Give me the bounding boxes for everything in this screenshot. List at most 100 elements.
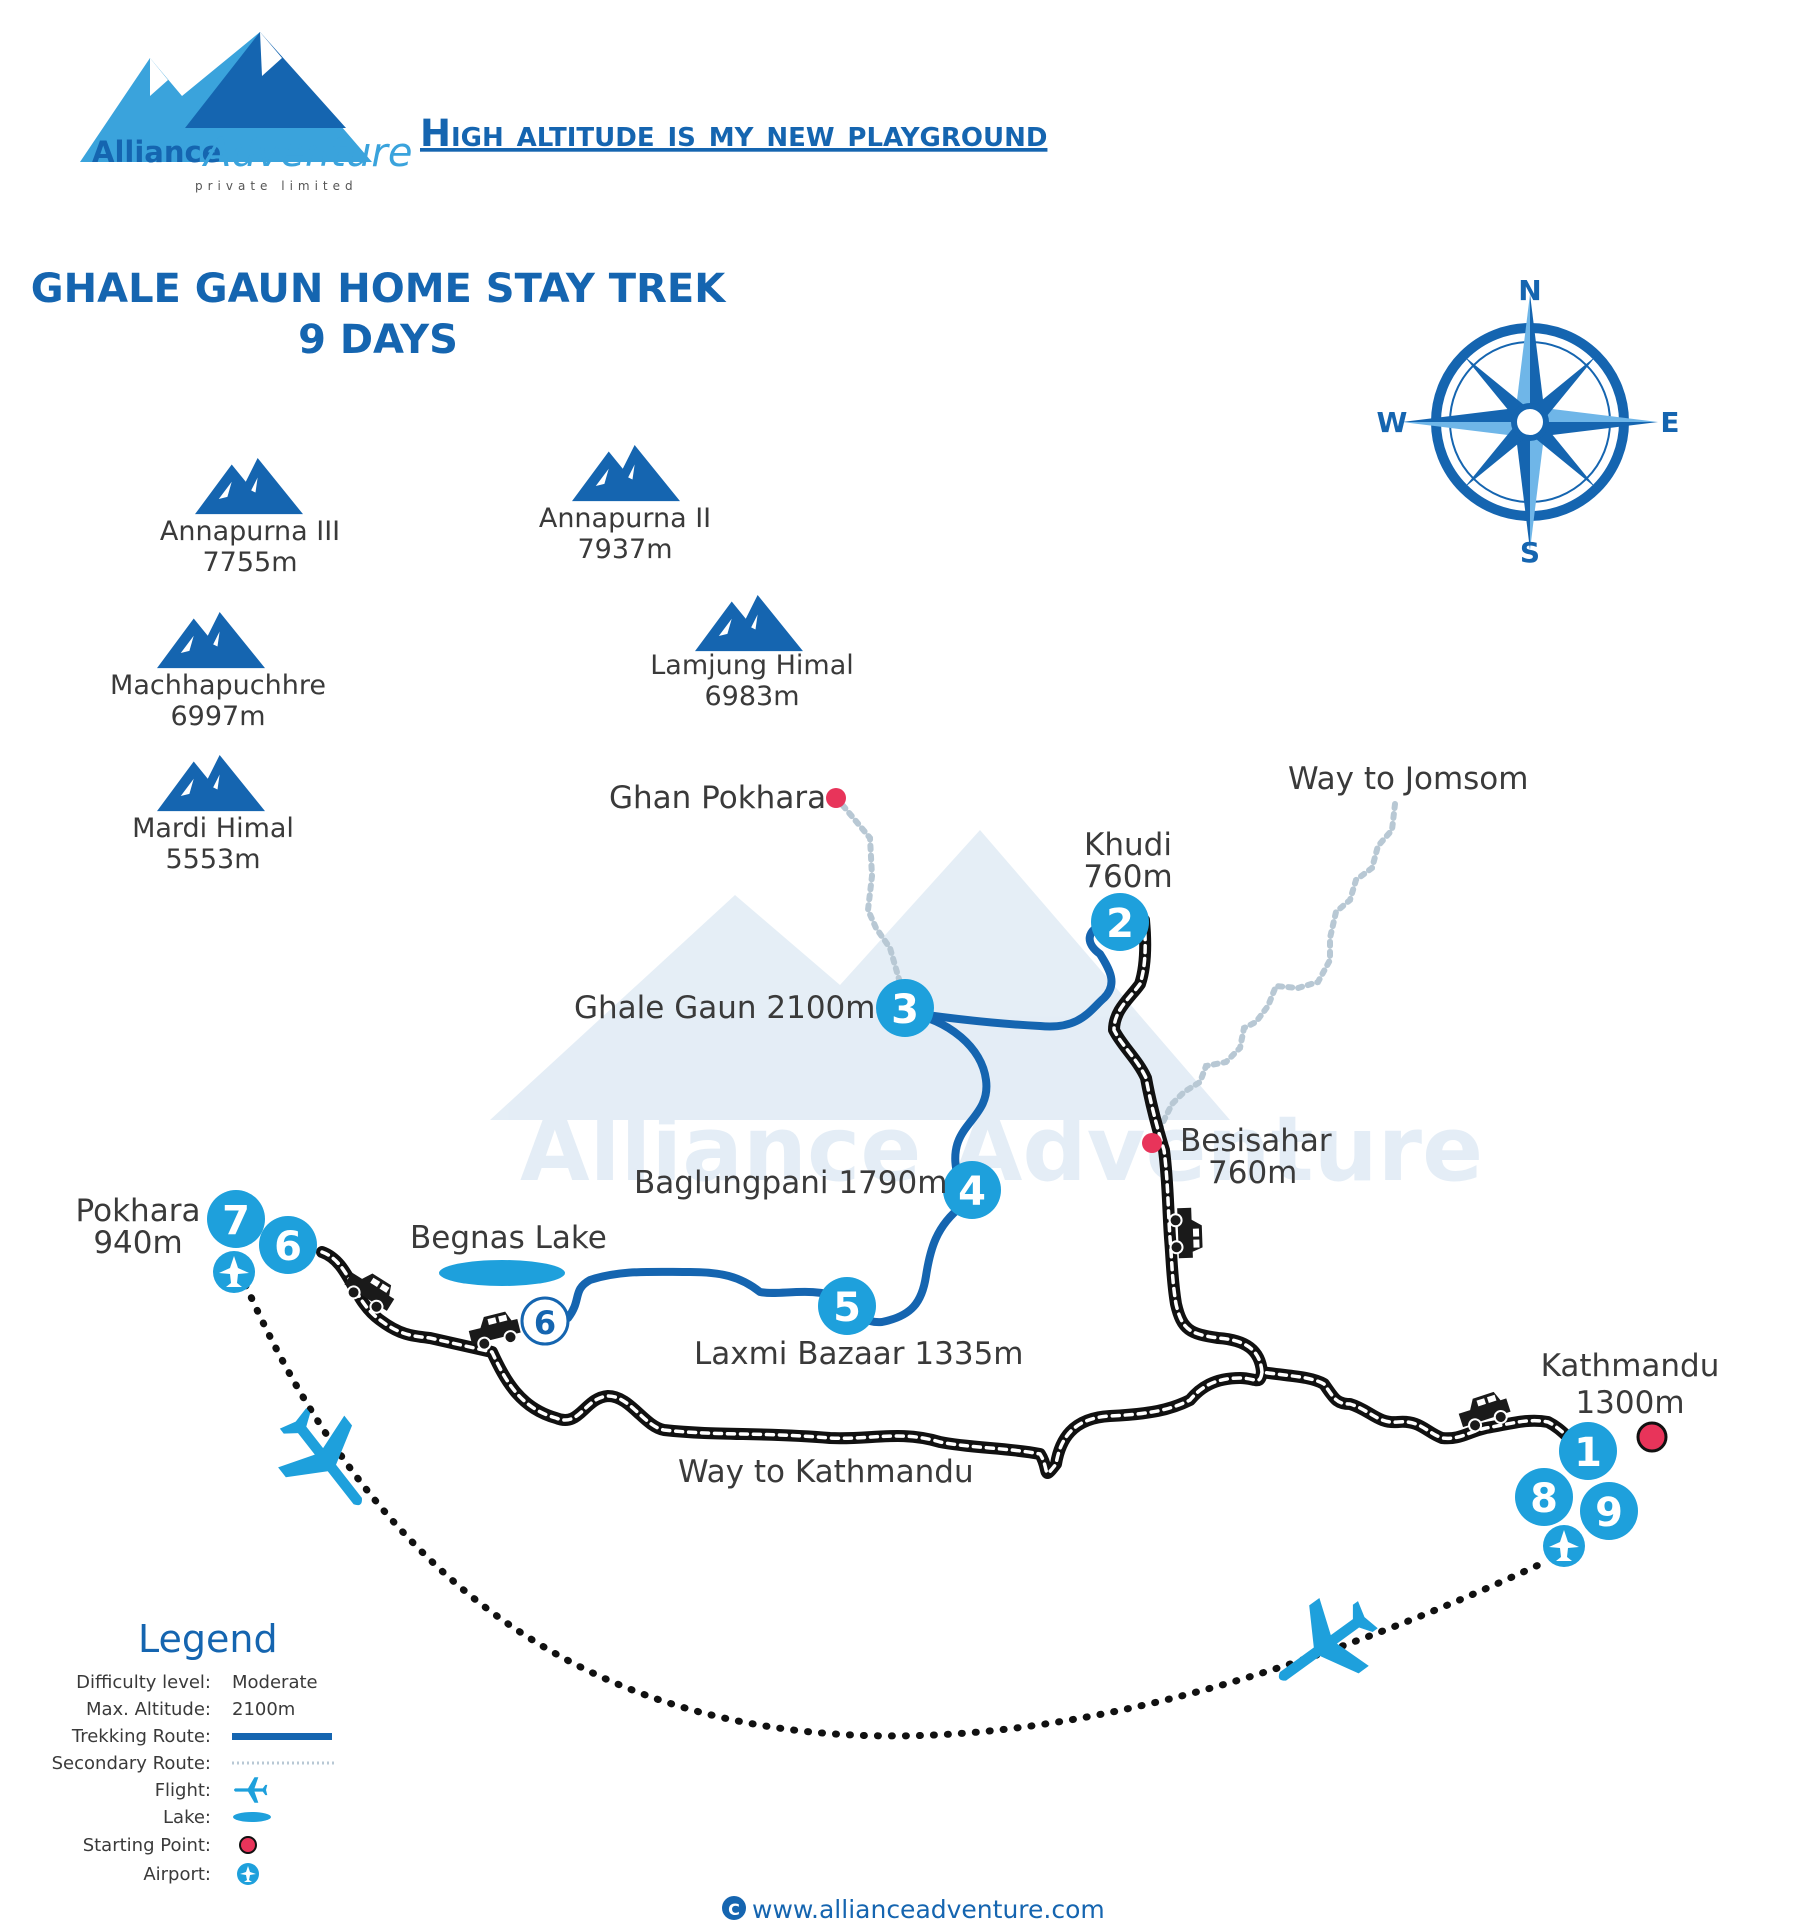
svg-text:5: 5 [833,1285,861,1331]
legend-altitude-label: Max. Altitude: [86,1699,211,1720]
website-link[interactable]: C www.allianceadventure.com [722,1895,1105,1924]
legend-lake-label: Lake: [163,1807,211,1828]
label-way-to-jomsom: Way to Jomsom [1288,761,1528,797]
label-kathmandu-altitude: 1300m [1575,1385,1684,1421]
stop-6-begnas[interactable]: 6 [520,1296,570,1346]
stop-3[interactable]: 3 [876,979,934,1037]
airplane-icon [1254,1580,1393,1713]
compass-south: S [1520,536,1540,569]
label-kathmandu: Kathmandu [1541,1348,1720,1384]
peak-altitude: 6983m [704,681,799,712]
peak-altitude: 7755m [202,547,297,578]
svg-text:9: 9 [1595,1490,1623,1536]
stop-2[interactable]: 2 [1091,893,1149,951]
label-pokhara-altitude: 940m [93,1225,182,1261]
peak-altitude: 5553m [165,844,260,875]
besisahar-marker [1142,1133,1162,1153]
legend-secondary-label: Secondary Route: [52,1753,211,1774]
trek-title: GHALE GAUN HOME STAY TREK [31,266,727,312]
label-pokhara: Pokhara [76,1193,201,1229]
label-begnas-lake: Begnas Lake [410,1220,607,1256]
legend-lake-swatch [233,1812,271,1822]
legend-difficulty-value: Moderate [232,1672,318,1693]
peak-mardi-himal: Mardi Himal 5553m [132,755,294,875]
brand-logo[interactable]: Alliance Adventure private limited [80,32,412,193]
svg-text:8: 8 [1530,1476,1558,1522]
compass-east: E [1660,406,1679,439]
svg-text:7: 7 [222,1198,250,1244]
peak-name: Annapurna III [160,516,340,547]
trek-duration: 9 DAYS [298,317,458,363]
peak-lamjung-himal: Lamjung Himal 6983m [650,595,854,712]
svg-text:1: 1 [1574,1430,1602,1476]
stop-1[interactable]: 1 [1559,1422,1617,1480]
label-besisahar-altitude: 760m [1208,1155,1297,1191]
flight-route [236,1268,1549,1740]
mountain-icon [195,458,303,515]
svg-text:2: 2 [1106,901,1134,947]
secondary-route-ghan-pokhara [833,795,908,1003]
airplane-icon [259,1392,394,1531]
label-ghale-gaun: Ghale Gaun 2100m [574,990,875,1026]
compass-west: W [1377,406,1408,439]
svg-text:6: 6 [274,1224,302,1270]
legend-airport-label: Airport: [143,1864,211,1885]
compass-north: N [1518,274,1541,307]
brand-sub: private limited [195,179,358,193]
mountain-icon [157,612,265,669]
peak-annapurna-ii: Annapurna II 7937m [539,445,711,565]
watermark-logo: Alliance Adventure [490,830,1483,1202]
peak-name: Machhapuchhre [110,670,326,701]
label-laxmi-bazaar: Laxmi Bazaar 1335m [694,1336,1024,1372]
legend-difficulty-label: Difficulty level: [76,1672,211,1693]
peak-annapurna-iii: Annapurna III 7755m [160,458,340,578]
stop-7[interactable]: 7 [207,1190,265,1248]
stop-9[interactable]: 9 [1580,1482,1638,1540]
pokhara-airport-icon[interactable] [213,1251,255,1293]
mountain-icon [572,445,680,502]
mountain-icon [157,755,265,812]
stop-6[interactable]: 6 [259,1216,317,1274]
legend-trekking-label: Trekking Route: [71,1726,211,1747]
peak-name: Lamjung Himal [650,650,854,681]
peak-name: Annapurna II [539,503,711,534]
secondary-route-jomsom [1151,801,1398,1149]
peak-altitude: 6997m [170,701,265,732]
ghan-pokhara-marker [826,788,846,808]
legend: Legend Difficulty level: Moderate Max. A… [52,1617,336,1885]
website-url: www.allianceadventure.com [752,1895,1105,1924]
legend-flight-label: Flight: [155,1780,211,1801]
label-khudi: Khudi [1084,827,1172,863]
legend-title: Legend [138,1617,278,1661]
drive-routes [316,914,1582,1479]
legend-trekking-swatch [232,1733,332,1740]
stop-5[interactable]: 5 [818,1277,876,1335]
legend-start-label: Starting Point: [83,1835,211,1856]
compass-rose-icon [1402,294,1658,550]
copyright-icon [722,1896,746,1920]
brand-name: Alliance [92,135,221,169]
label-khudi-altitude: 760m [1083,859,1172,895]
label-baglungpani: Baglungpani 1790m [634,1165,947,1201]
label-besisahar: Besisahar [1180,1123,1332,1159]
copyright-symbol: C [728,1900,740,1919]
svg-text:4: 4 [958,1169,986,1215]
kathmandu-start-marker [1636,1421,1668,1453]
begnas-lake [439,1260,565,1286]
peak-altitude: 7937m [577,534,672,565]
label-way-to-kathmandu: Way to Kathmandu [678,1454,974,1490]
svg-text:6: 6 [534,1304,556,1342]
peak-machhapuchhre: Machhapuchhre 6997m [110,612,326,732]
stop-4[interactable]: 4 [943,1161,1001,1219]
mountain-icon [695,595,803,652]
legend-airplane-icon [234,1777,268,1803]
stop-8[interactable]: 8 [1515,1468,1573,1526]
tagline: High altitude is my new playground [420,112,1047,155]
legend-altitude-value: 2100m [232,1699,295,1720]
peak-name: Mardi Himal [132,813,294,844]
svg-text:3: 3 [891,987,919,1033]
kathmandu-airport-icon[interactable] [1543,1525,1585,1567]
svg-text:Alliance Adventure: Alliance Adventure [520,1097,1483,1202]
